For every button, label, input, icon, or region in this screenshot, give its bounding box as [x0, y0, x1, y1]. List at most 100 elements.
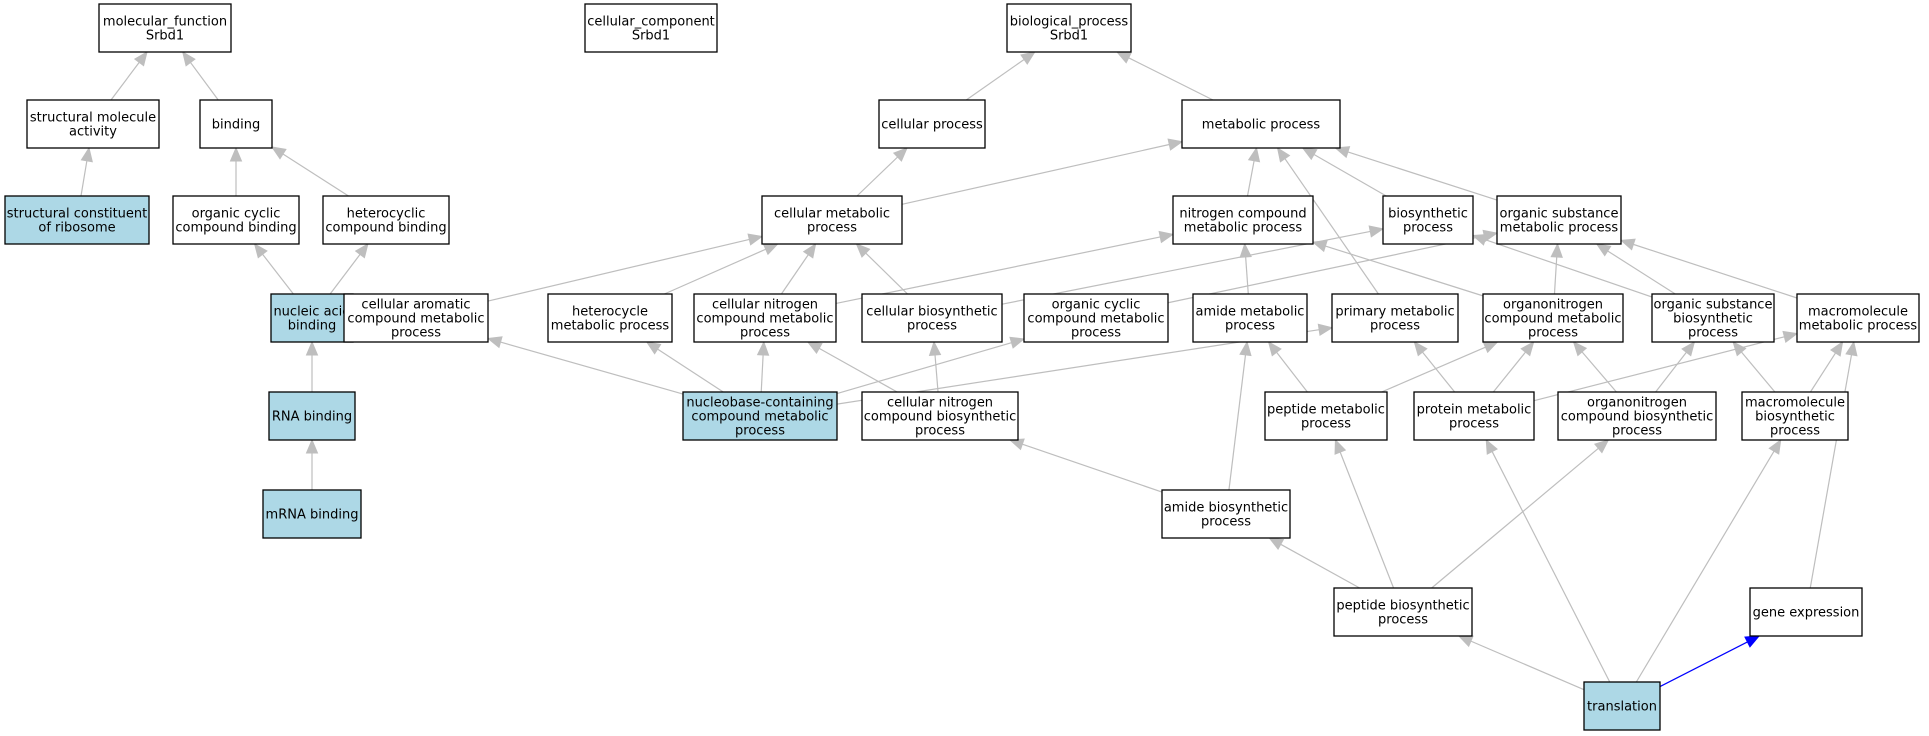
node-label: biosynthetic: [1388, 207, 1468, 222]
node-label: process: [740, 326, 790, 341]
edge-nab-to-hcb: [329, 254, 361, 295]
edge-protmp-to-mmp: [1533, 336, 1785, 402]
node-layer: molecular_functionSrbd1cellular_componen…: [4, 3, 1920, 731]
go-term-node[interactable]: translation: [1583, 681, 1661, 731]
arrowhead-trans-to-mbp: [1768, 438, 1782, 455]
node-label: biosynthetic: [1673, 312, 1753, 327]
arrowhead-oncmp-to-ncmp: [1311, 240, 1328, 253]
arrowhead-ncmp-to-mp: [1247, 146, 1261, 163]
go-term-node[interactable]: mRNA binding: [262, 489, 362, 539]
node-label: process: [1201, 515, 1251, 530]
node-box: [322, 195, 450, 245]
node-box: [1796, 293, 1920, 343]
node-label: organic substance: [1500, 207, 1619, 222]
node-label: compound biosynthetic: [1561, 410, 1714, 425]
go-term-node[interactable]: gene expression: [1749, 587, 1863, 637]
go-term-node[interactable]: metabolic process: [1181, 99, 1341, 149]
arrowhead-cncmp-to-ncmp: [1158, 230, 1175, 244]
arrowhead-hmp-to-cmp: [762, 243, 779, 256]
node-label: structural molecule: [30, 111, 156, 126]
node-label: compound metabolic: [1484, 312, 1621, 327]
node-label: metabolic process: [1799, 319, 1918, 334]
arrowhead-trans-to-ge: [1744, 635, 1761, 648]
node-label: process: [1449, 417, 1499, 432]
arrowhead-cncmp-to-cmp: [802, 242, 817, 259]
node-box: [26, 99, 160, 149]
arrowhead-cp-to-bp: [1020, 51, 1036, 65]
arrowhead-cacmp-to-cmp: [747, 233, 764, 246]
arrowhead-oncmp-to-osmp: [1550, 242, 1563, 258]
go-term-node[interactable]: RNA binding: [268, 391, 356, 441]
edge-mp-to-bp: [1128, 57, 1214, 101]
edge-pbp-to-pepmp: [1339, 451, 1395, 589]
arrowhead-amp-to-ncmp: [1239, 242, 1252, 258]
node-box: [1161, 489, 1291, 539]
arrowhead-protmp-to-pmp: [1413, 341, 1428, 357]
node-label: primary metabolic: [1335, 305, 1454, 320]
edge-pepmp-to-oncmp: [1381, 346, 1486, 393]
arrowhead-trans-to-pbp: [1457, 635, 1474, 648]
arrowhead-cmp-to-mp: [1167, 138, 1184, 151]
arrowhead-mp-to-bp: [1115, 51, 1132, 64]
edge-layer: [80, 50, 1858, 691]
edge-pbp-to-oncbp: [1431, 447, 1599, 589]
node-label: organic cyclic: [1052, 298, 1141, 313]
arrowhead-nab-to-occb: [253, 242, 268, 259]
node-label: process: [735, 424, 785, 439]
arrowhead-protmp-to-oncmp: [1520, 341, 1535, 357]
edge-hmp-to-cmp: [664, 248, 766, 295]
edge-amp-to-ncmp: [1245, 256, 1249, 295]
edge-oncbp-to-osbp: [1655, 351, 1687, 393]
node-box: [1413, 391, 1535, 441]
node-label: Srbd1: [1050, 29, 1088, 44]
edge-trans-to-ge: [1659, 641, 1748, 688]
edge-cmp-to-cp: [856, 156, 899, 197]
node-label: metabolic process: [551, 319, 670, 334]
node-label: macromolecule: [1745, 396, 1845, 411]
go-term-node[interactable]: cellular process: [878, 99, 986, 149]
arrowhead-abp-to-amp: [1239, 340, 1252, 357]
edge-nccmp-to-cncmp: [760, 354, 764, 393]
edge-cncmp-to-cmp: [780, 254, 809, 295]
node-label: cellular process: [881, 118, 983, 133]
go-term-node[interactable]: binding: [199, 99, 273, 149]
node-label: heterocycle: [572, 305, 648, 320]
node-label: compound metabolic: [691, 410, 828, 425]
edge-osmp-to-mp: [1347, 151, 1498, 201]
node-label: process: [1770, 424, 1820, 439]
arrowhead-mbp-to-osbp: [1732, 341, 1747, 357]
node-label: Srbd1: [632, 29, 670, 44]
arrowhead-pmp-to-mp: [1276, 146, 1291, 163]
node-label: molecular_function: [103, 15, 227, 30]
